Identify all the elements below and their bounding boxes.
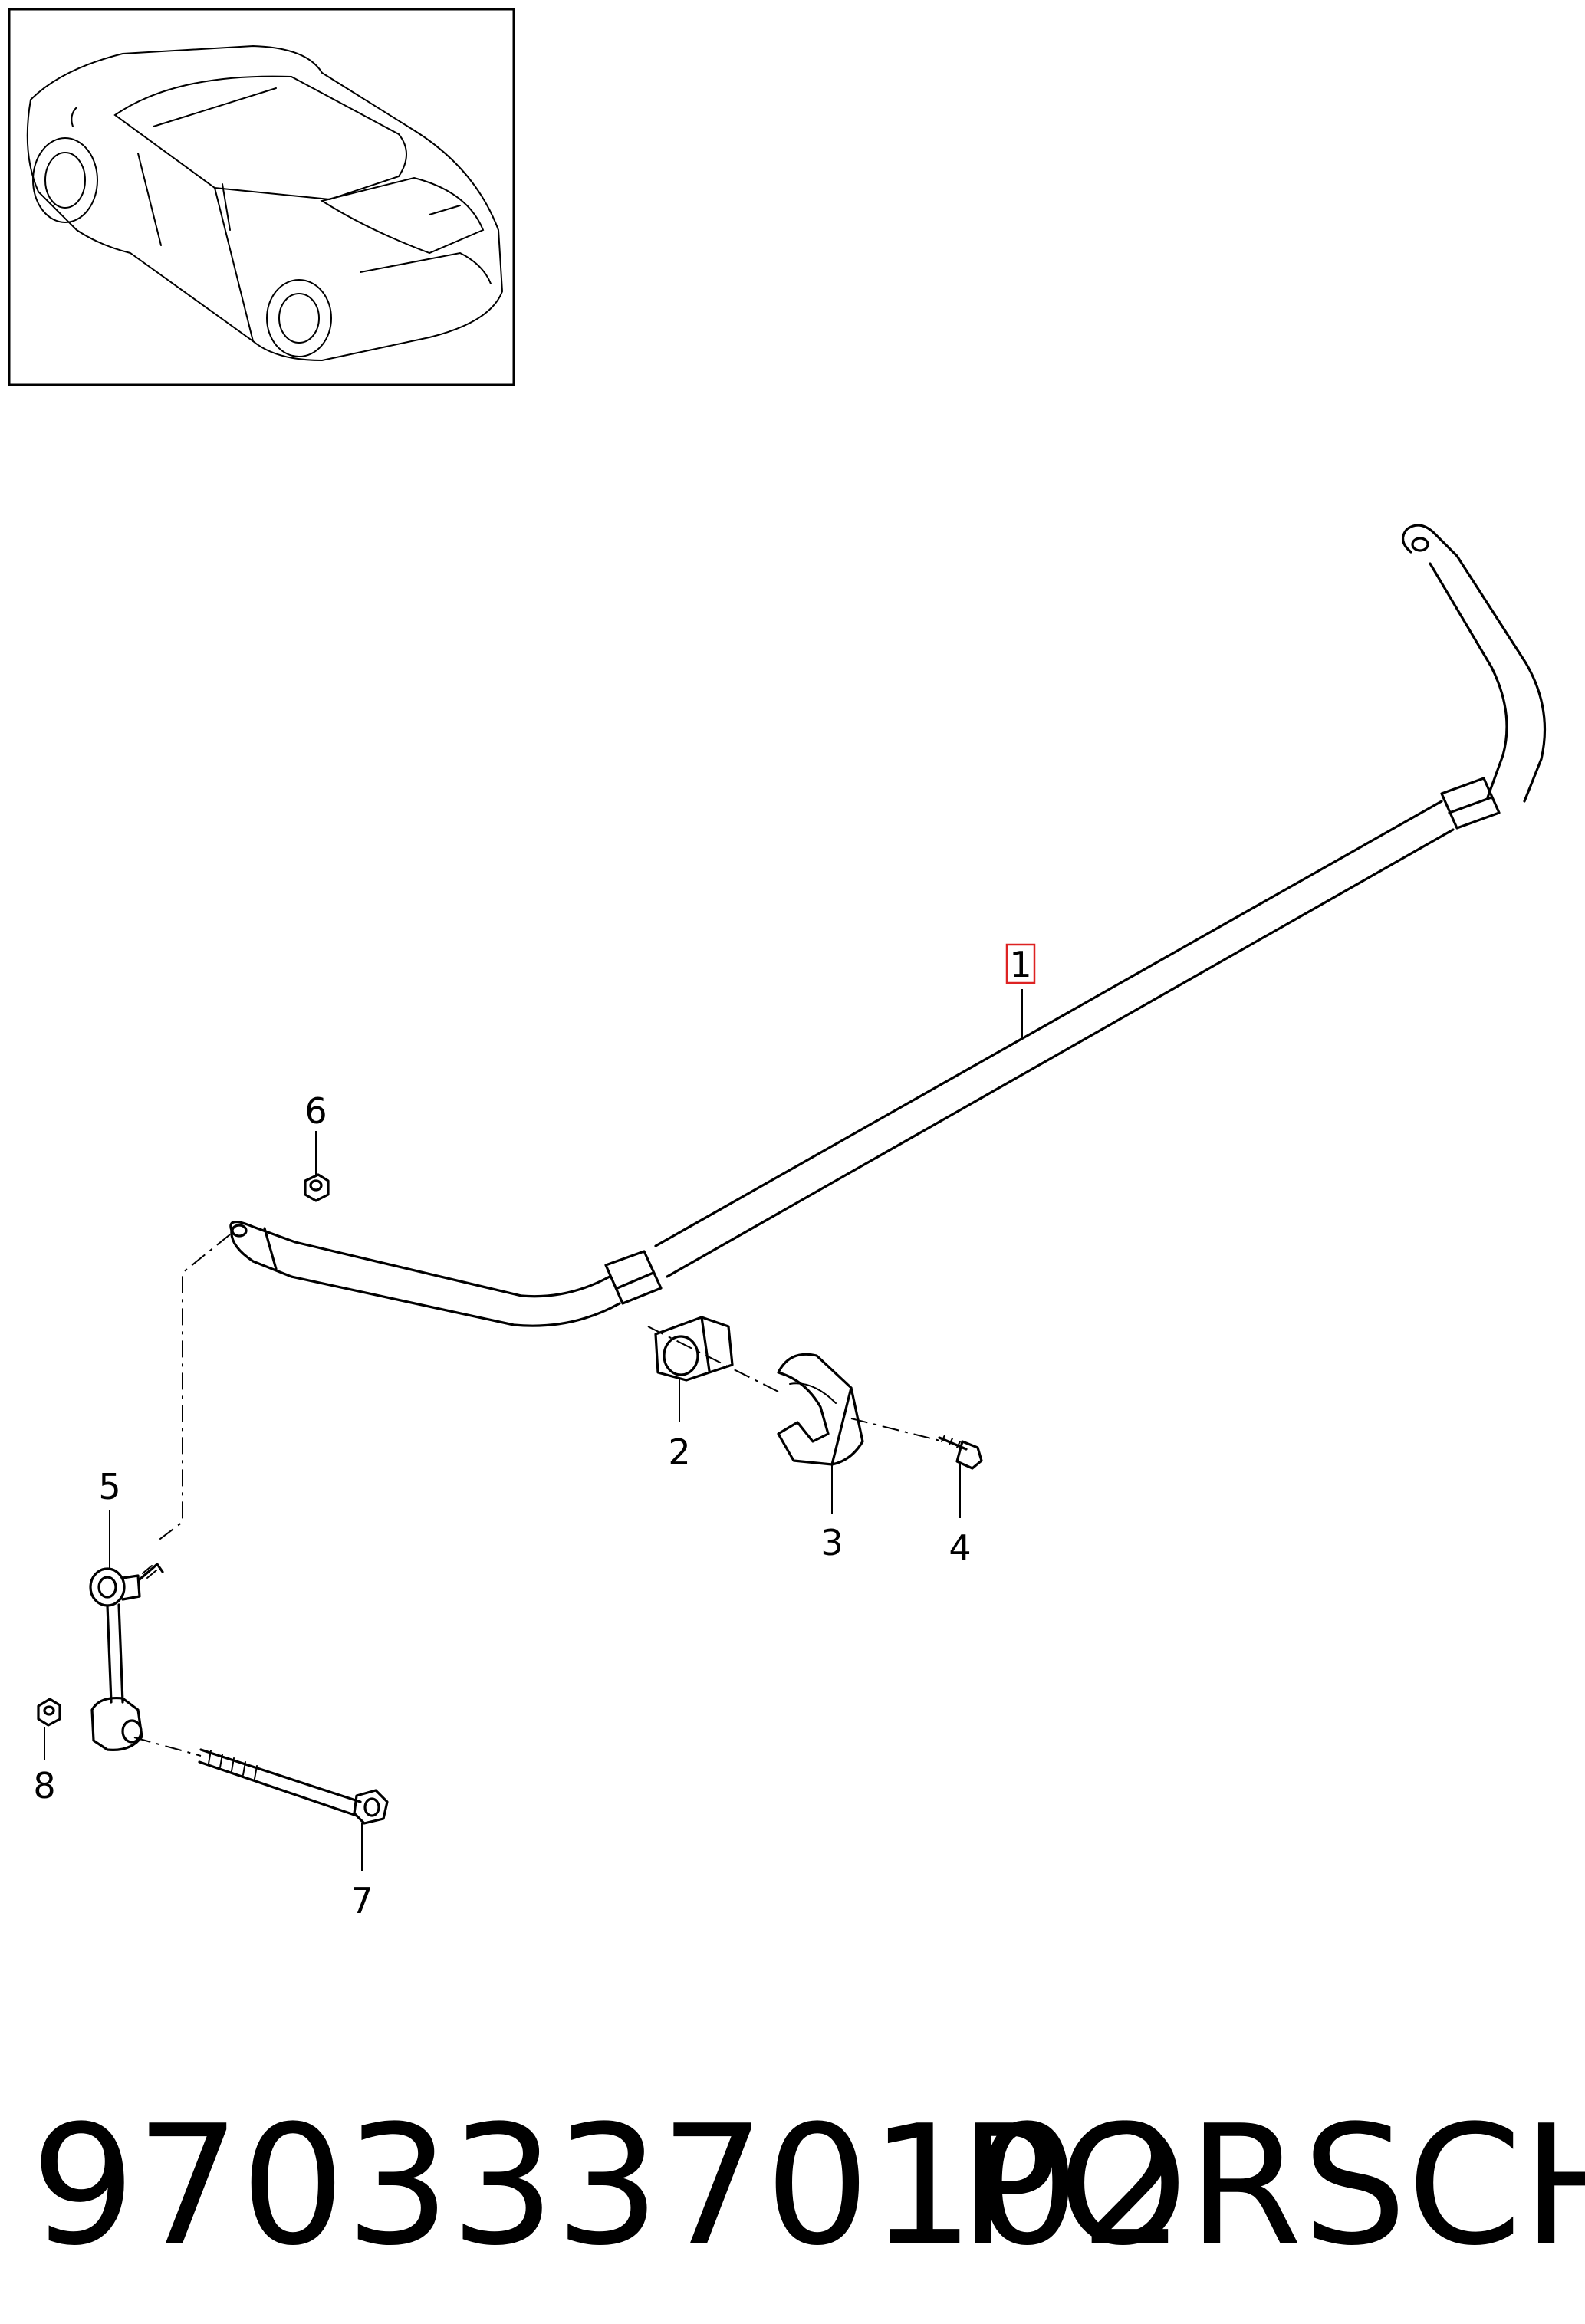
clamp-bracket bbox=[777, 1353, 864, 1466]
callout-leaders bbox=[44, 989, 1023, 1871]
callout-6[interactable]: 6 bbox=[304, 1090, 327, 1132]
bushing bbox=[654, 1316, 734, 1382]
callout-5[interactable]: 5 bbox=[98, 1466, 120, 1507]
callout-4[interactable]: 4 bbox=[949, 1527, 971, 1569]
part-number: 97033370102 bbox=[31, 2089, 1185, 2282]
callout-labels: 1 2 3 4 5 6 7 8 bbox=[33, 943, 1036, 1921]
nut-6 bbox=[304, 1173, 330, 1202]
callout-8[interactable]: 8 bbox=[33, 1765, 55, 1806]
callout-7[interactable]: 7 bbox=[350, 1880, 373, 1921]
bolt-4 bbox=[938, 1435, 983, 1470]
callout-1[interactable]: 1 bbox=[1009, 944, 1031, 985]
callout-1-highlight bbox=[1005, 943, 1036, 984]
stabilizer-bar bbox=[229, 524, 1547, 1327]
bolt-7 bbox=[198, 1748, 389, 1825]
assembly-lines bbox=[133, 1234, 944, 1757]
coupling-link bbox=[89, 1563, 164, 1751]
car-outline-icon bbox=[26, 44, 504, 362]
callout-2[interactable]: 2 bbox=[668, 1432, 690, 1473]
vehicle-locator-inset bbox=[8, 8, 515, 386]
brand-name: PORSCHE bbox=[959, 2089, 1585, 2282]
callout-3[interactable]: 3 bbox=[820, 1522, 843, 1563]
footer: 97033370102 PORSCHE bbox=[31, 2089, 1585, 2282]
nut-8 bbox=[37, 1698, 61, 1727]
